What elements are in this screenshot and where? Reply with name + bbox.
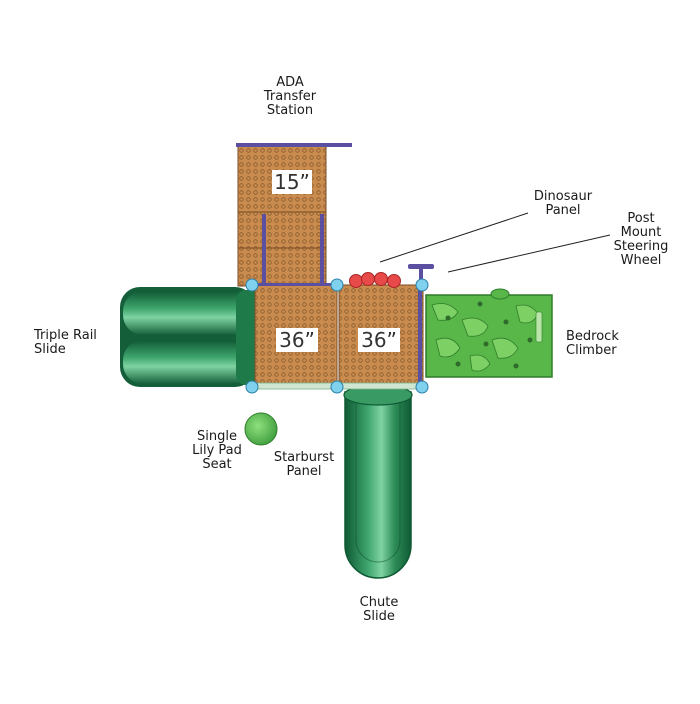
bedrock-climber [425, 288, 553, 378]
chute-slide [343, 384, 413, 579]
bedrock-climber-label: Bedrock Climber [566, 329, 619, 358]
steering-wheel [408, 264, 434, 284]
lily-pad-seat [244, 412, 278, 446]
steering-wheel-label: Post Mount Steering Wheel [613, 211, 669, 268]
triple-rail-slide-label: Triple Rail Slide [34, 328, 97, 357]
transfer-height-label: 15” [272, 170, 312, 194]
ada-transfer-station-label: ADA Transfer Station [263, 75, 317, 118]
dinosaur-leader-line [379, 212, 529, 263]
chute-slide-label: Chute Slide [359, 595, 399, 624]
ada-transfer-station [236, 143, 352, 287]
dinosaur-panel [349, 272, 401, 288]
right-deck-height-label: 36” [358, 328, 400, 352]
left-deck-height-label: 36” [276, 328, 318, 352]
triple-rail-slide [120, 287, 260, 387]
lily-pad-seat-label: Single Lily Pad Seat [192, 429, 242, 472]
dinosaur-panel-label: Dinosaur Panel [533, 189, 593, 218]
deck-posts [245, 278, 429, 394]
steering-leader-line [447, 234, 611, 273]
starburst-panel-label: Starburst Panel [273, 450, 335, 479]
